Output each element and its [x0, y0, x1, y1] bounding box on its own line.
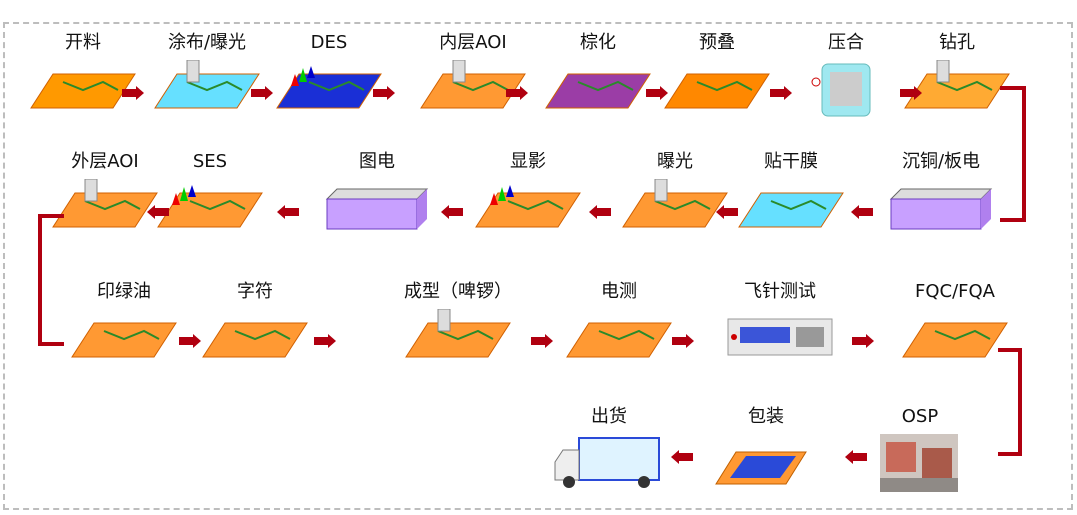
process-step: 内层AOI: [403, 32, 543, 120]
arrow-left-icon: [441, 205, 463, 219]
arrow-right-icon: [179, 334, 201, 348]
arrow-right-icon: [672, 334, 694, 348]
arrow-left-icon: [147, 205, 169, 219]
arrow-left-icon: [277, 205, 299, 219]
process-step: 开料: [13, 32, 153, 120]
process-step: 沉铜/板电: [871, 151, 1011, 239]
step-label: 成型（啤锣）: [404, 281, 512, 302]
delivery-truck-icon: [554, 437, 660, 488]
arrow-right-icon: [373, 86, 395, 100]
step-label: 电测: [601, 281, 637, 302]
legend-print-icon: [202, 322, 308, 358]
process-step: 涂布/曝光: [137, 32, 277, 120]
process-step: 曝光: [605, 151, 745, 239]
step-label: 钻孔: [939, 32, 975, 53]
diagram-frame: [3, 22, 1073, 510]
routing-icon: [405, 309, 511, 358]
step-label: 棕化: [580, 32, 616, 53]
flying-probe-tester-icon: [727, 318, 833, 356]
arrow-left-icon: [671, 450, 693, 464]
exposure-icon: [622, 179, 728, 228]
layup-icon: [664, 73, 770, 109]
drilling-icon: [904, 60, 1010, 109]
brown-oxide-icon: [545, 73, 651, 109]
step-label: DES: [310, 32, 348, 53]
step-label: 压合: [828, 32, 864, 53]
process-step: 出货: [539, 406, 679, 494]
arrow-right-icon: [531, 334, 553, 348]
process-step: SES: [140, 151, 280, 239]
row-connector: [1000, 86, 1026, 222]
arrow-left-icon: [851, 205, 873, 219]
osp-line-photo-icon: [880, 434, 958, 492]
step-label: 印绿油: [97, 281, 151, 302]
row-connector: [998, 348, 1022, 456]
step-label: 涂布/曝光: [167, 32, 247, 53]
arrow-right-icon: [251, 86, 273, 100]
step-label: 预叠: [699, 32, 735, 53]
process-step: 贴干膜: [721, 151, 861, 239]
process-step: OSP: [850, 406, 990, 494]
developing-icon: [475, 185, 581, 228]
step-label: 飞针测试: [744, 281, 816, 302]
arrow-right-icon: [852, 334, 874, 348]
arrow-right-icon: [314, 334, 336, 348]
step-label: 内层AOI: [439, 32, 507, 53]
step-label: 外层AOI: [71, 151, 139, 172]
step-label: 开料: [65, 32, 101, 53]
process-step: 包装: [696, 406, 836, 494]
step-label: 图电: [359, 151, 395, 172]
process-step: 图电: [307, 151, 447, 239]
process-step: 成型（啤锣）: [388, 281, 528, 369]
process-step: 电测: [549, 281, 689, 369]
step-label: FQC/FQA: [915, 281, 995, 302]
arrow-right-icon: [506, 86, 528, 100]
step-label: 显影: [510, 151, 546, 172]
electrical-test-icon: [566, 322, 672, 358]
process-step: 棕化: [528, 32, 668, 120]
cut-laminate-icon: [30, 73, 136, 109]
step-label: 沉铜/板电: [901, 151, 981, 172]
solder-mask-icon: [71, 322, 177, 358]
process-step: 钻孔: [887, 32, 1027, 120]
process-step: DES: [259, 32, 399, 120]
arrow-right-icon: [900, 86, 922, 100]
pattern-plating-icon: [325, 188, 429, 230]
step-label: 字符: [237, 281, 273, 302]
packaging-box-icon: [715, 451, 807, 485]
process-step: 压合: [776, 32, 916, 120]
arrow-right-icon: [770, 86, 792, 100]
arrow-left-icon: [589, 205, 611, 219]
step-label: OSP: [901, 406, 939, 427]
inner-aoi-icon: [420, 60, 526, 109]
copper-plating-icon: [889, 188, 993, 230]
develop-etch-strip-icon: [276, 66, 382, 109]
process-step: 预叠: [647, 32, 787, 120]
arrow-right-icon: [646, 86, 668, 100]
process-step: 字符: [185, 281, 325, 369]
arrow-right-icon: [122, 86, 144, 100]
process-step: 外层AOI: [35, 151, 175, 239]
step-label: 出货: [591, 406, 627, 427]
arrow-left-icon: [716, 205, 738, 219]
strip-etch-strip-icon: [157, 185, 263, 228]
magnifier-inspection-icon: [902, 322, 1008, 358]
dry-film-icon: [738, 192, 844, 228]
coating-exposure-icon: [154, 60, 260, 109]
process-step: FQC/FQA: [885, 281, 1025, 369]
step-label: 包装: [748, 406, 784, 427]
process-step: 印绿油: [54, 281, 194, 369]
arrow-left-icon: [845, 450, 867, 464]
process-step: 显影: [458, 151, 598, 239]
lamination-press-icon: [811, 63, 871, 117]
process-step: 飞针测试: [710, 281, 850, 369]
step-label: SES: [192, 151, 228, 172]
row-connector: [38, 214, 64, 346]
step-label: 贴干膜: [764, 151, 818, 172]
step-label: 曝光: [657, 151, 693, 172]
